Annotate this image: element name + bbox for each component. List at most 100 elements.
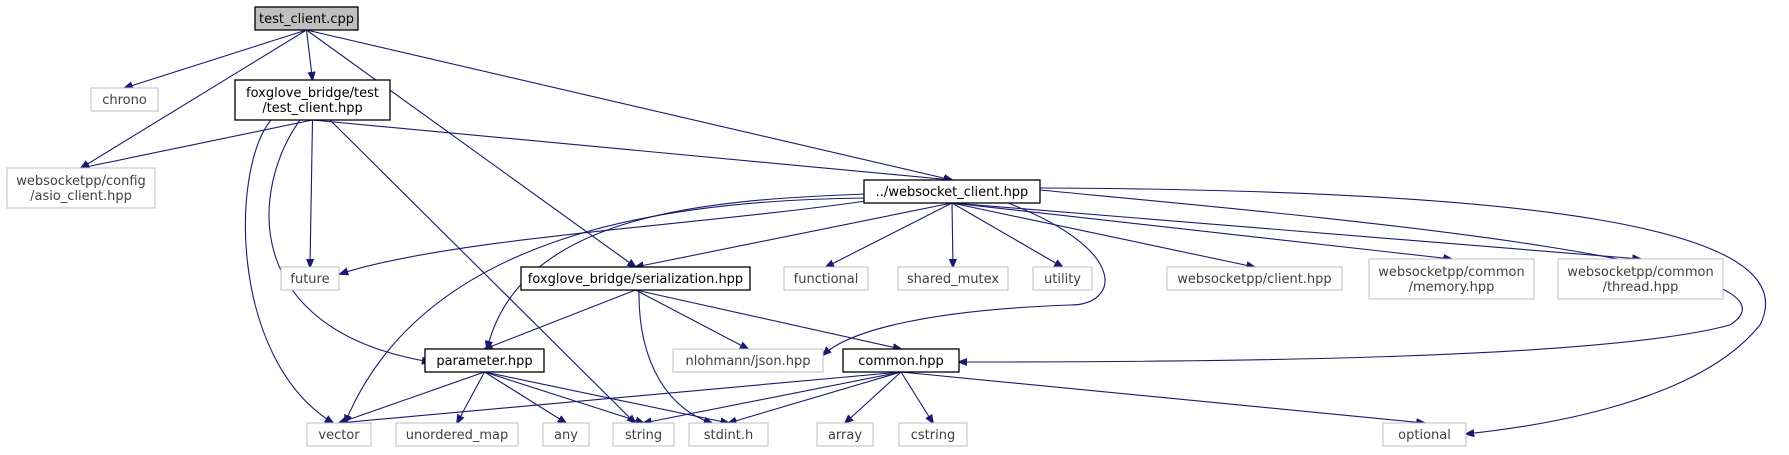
edge-fg_test_client_hpp-to-websocket_client_hpp — [312, 119, 953, 180]
node-label: /memory.hpp — [1409, 280, 1495, 295]
node-test_client_cpp[interactable]: test_client.cpp — [254, 6, 359, 31]
node-utility: utility — [1032, 266, 1093, 291]
edge-websocket_client_hpp-to-serialization_hpp — [636, 202, 953, 267]
edge-fg_test_client_hpp-to-vector — [244, 119, 333, 423]
node-label: stdint.h — [704, 428, 753, 443]
edge-common_hpp-to-cstring — [900, 371, 933, 423]
node-label: utility — [1044, 272, 1081, 287]
node-wspp_thread: websocketpp/common/thread.hpp — [1557, 258, 1724, 300]
node-box — [280, 266, 340, 291]
edge-test_client_cpp-to-wspp_asio_client — [81, 29, 307, 168]
node-box — [898, 422, 968, 447]
node-label: chrono — [102, 93, 147, 108]
node-label: /asio_client.hpp — [30, 189, 132, 204]
node-any: any — [542, 422, 590, 447]
edge-fg_test_client_hpp-to-future — [310, 119, 313, 267]
edge-common_hpp-to-array — [845, 371, 902, 423]
node-box — [688, 422, 769, 447]
node-box — [306, 422, 372, 447]
node-optional: optional — [1382, 422, 1467, 447]
edge-fg_test_client_hpp-to-string — [329, 119, 635, 423]
node-stdint_h: stdint.h — [688, 422, 769, 447]
node-label: any — [554, 428, 578, 443]
edge-test_client_cpp-to-serialization_hpp — [306, 29, 636, 267]
node-label: foxglove_bridge/test — [246, 86, 379, 101]
edge-serialization_hpp-to-nlohmann_json — [635, 289, 749, 349]
node-label: shared_mutex — [907, 272, 1000, 287]
node-box — [6, 167, 156, 209]
node-box — [395, 422, 519, 447]
edge-websocket_client_hpp-to-common_hpp — [959, 189, 1743, 362]
edge-parameter_hpp-to-stdint_h — [484, 371, 729, 423]
node-box — [897, 266, 1009, 291]
node-box — [1368, 258, 1535, 300]
edge-websocket_client_hpp-to-nlohmann_json — [823, 202, 1106, 355]
edge-parameter_hpp-to-unordered_map — [457, 371, 485, 423]
node-vector: vector — [306, 422, 372, 447]
node-box — [842, 348, 960, 373]
node-label: /test_client.hpp — [262, 101, 362, 116]
edge-websocket_client_hpp-to-shared_mutex — [952, 202, 953, 267]
node-label: websocketpp/client.hpp — [1177, 272, 1331, 287]
node-label: string — [625, 428, 662, 443]
edge-serialization_hpp-to-parameter_hpp — [485, 289, 636, 349]
node-label: vector — [318, 428, 360, 443]
edge-websocket_client_hpp-to-parameter_hpp — [487, 193, 867, 349]
node-label: functional — [794, 272, 859, 287]
node-box — [520, 266, 751, 291]
node-label: cstring — [911, 428, 955, 443]
node-box — [816, 422, 874, 447]
node-parameter_hpp[interactable]: parameter.hpp — [424, 348, 545, 373]
node-label: websocketpp/common — [1567, 265, 1713, 280]
node-label: test_client.cpp — [259, 12, 354, 27]
node-functional: functional — [783, 266, 869, 291]
edge-websocket_client_hpp-to-future — [340, 200, 867, 274]
node-websocket_client_hpp[interactable]: ../websocket_client.hpp — [863, 179, 1041, 204]
edge-websocket_client_hpp-to-functional — [826, 202, 953, 267]
node-label: future — [290, 272, 329, 287]
node-common_hpp[interactable]: common.hpp — [842, 348, 960, 373]
node-label: foxglove_bridge/serialization.hpp — [528, 272, 743, 287]
edge-websocket_client_hpp-to-wspp_thread — [951, 202, 1641, 259]
edge-common_hpp-to-vector — [339, 371, 902, 423]
node-wspp_asio_client: websocketpp/config/asio_client.hpp — [6, 167, 156, 209]
edge-common_hpp-to-optional — [900, 371, 1425, 423]
node-label: unordered_map — [406, 428, 509, 443]
edge-test_client_cpp-to-websocket_client_hpp — [306, 29, 953, 180]
node-fg_test_client_hpp[interactable]: foxglove_bridge/test/test_client.hpp — [234, 79, 391, 121]
node-string: string — [612, 422, 675, 447]
node-box — [254, 6, 359, 31]
node-box — [783, 266, 869, 291]
node-label: optional — [1398, 428, 1451, 443]
node-future: future — [280, 266, 340, 291]
edge-websocket_client_hpp-to-wspp_memory — [951, 202, 1452, 259]
edge-fg_test_client_hpp-to-parameter_hpp — [268, 119, 430, 362]
node-label: common.hpp — [858, 354, 944, 369]
node-label: websocketpp/config — [16, 174, 146, 189]
node-box — [863, 179, 1041, 204]
node-box — [1166, 266, 1343, 291]
node-label: websocketpp/common — [1378, 265, 1524, 280]
node-box — [542, 422, 590, 447]
edge-parameter_hpp-to-string — [484, 371, 644, 423]
edges — [81, 29, 1767, 434]
node-shared_mutex: shared_mutex — [897, 266, 1009, 291]
node-serialization_hpp[interactable]: foxglove_bridge/serialization.hpp — [520, 266, 751, 291]
node-box — [1032, 266, 1093, 291]
node-label: array — [828, 428, 862, 443]
node-box — [612, 422, 675, 447]
edge-parameter_hpp-to-vector — [339, 371, 485, 423]
node-box — [234, 79, 391, 121]
node-box — [1557, 258, 1724, 300]
edge-test_client_cpp-to-chrono — [125, 29, 307, 88]
node-label: nlohmann/json.hpp — [686, 354, 811, 369]
node-array: array — [816, 422, 874, 447]
node-wspp_memory: websocketpp/common/memory.hpp — [1368, 258, 1535, 300]
node-label: /thread.hpp — [1603, 280, 1679, 295]
node-label: parameter.hpp — [436, 354, 532, 369]
edge-websocket_client_hpp-to-utility — [951, 202, 1063, 267]
node-wspp_client: websocketpp/client.hpp — [1166, 266, 1343, 291]
edge-websocket_client_hpp-to-vector — [345, 197, 867, 423]
